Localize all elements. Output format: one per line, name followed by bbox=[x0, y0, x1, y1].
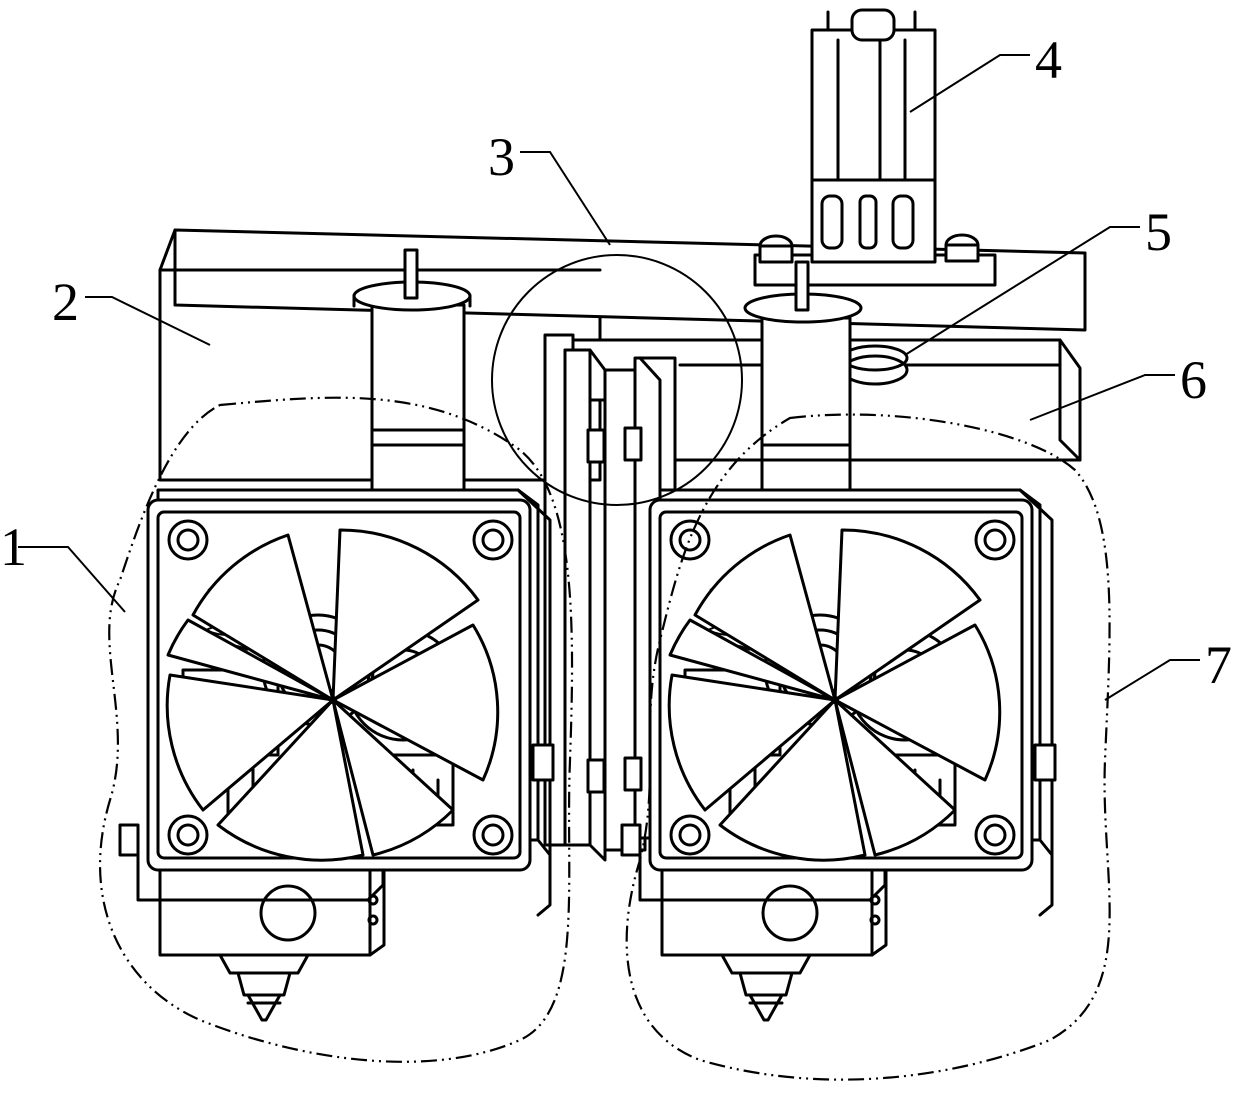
label-4: 4 bbox=[1035, 30, 1062, 90]
label-3: 3 bbox=[488, 127, 515, 187]
label-2: 2 bbox=[52, 272, 79, 332]
label-1: 1 bbox=[0, 517, 27, 577]
label-6: 6 bbox=[1180, 350, 1207, 410]
label-5: 5 bbox=[1145, 202, 1172, 262]
label-7: 7 bbox=[1205, 635, 1232, 695]
